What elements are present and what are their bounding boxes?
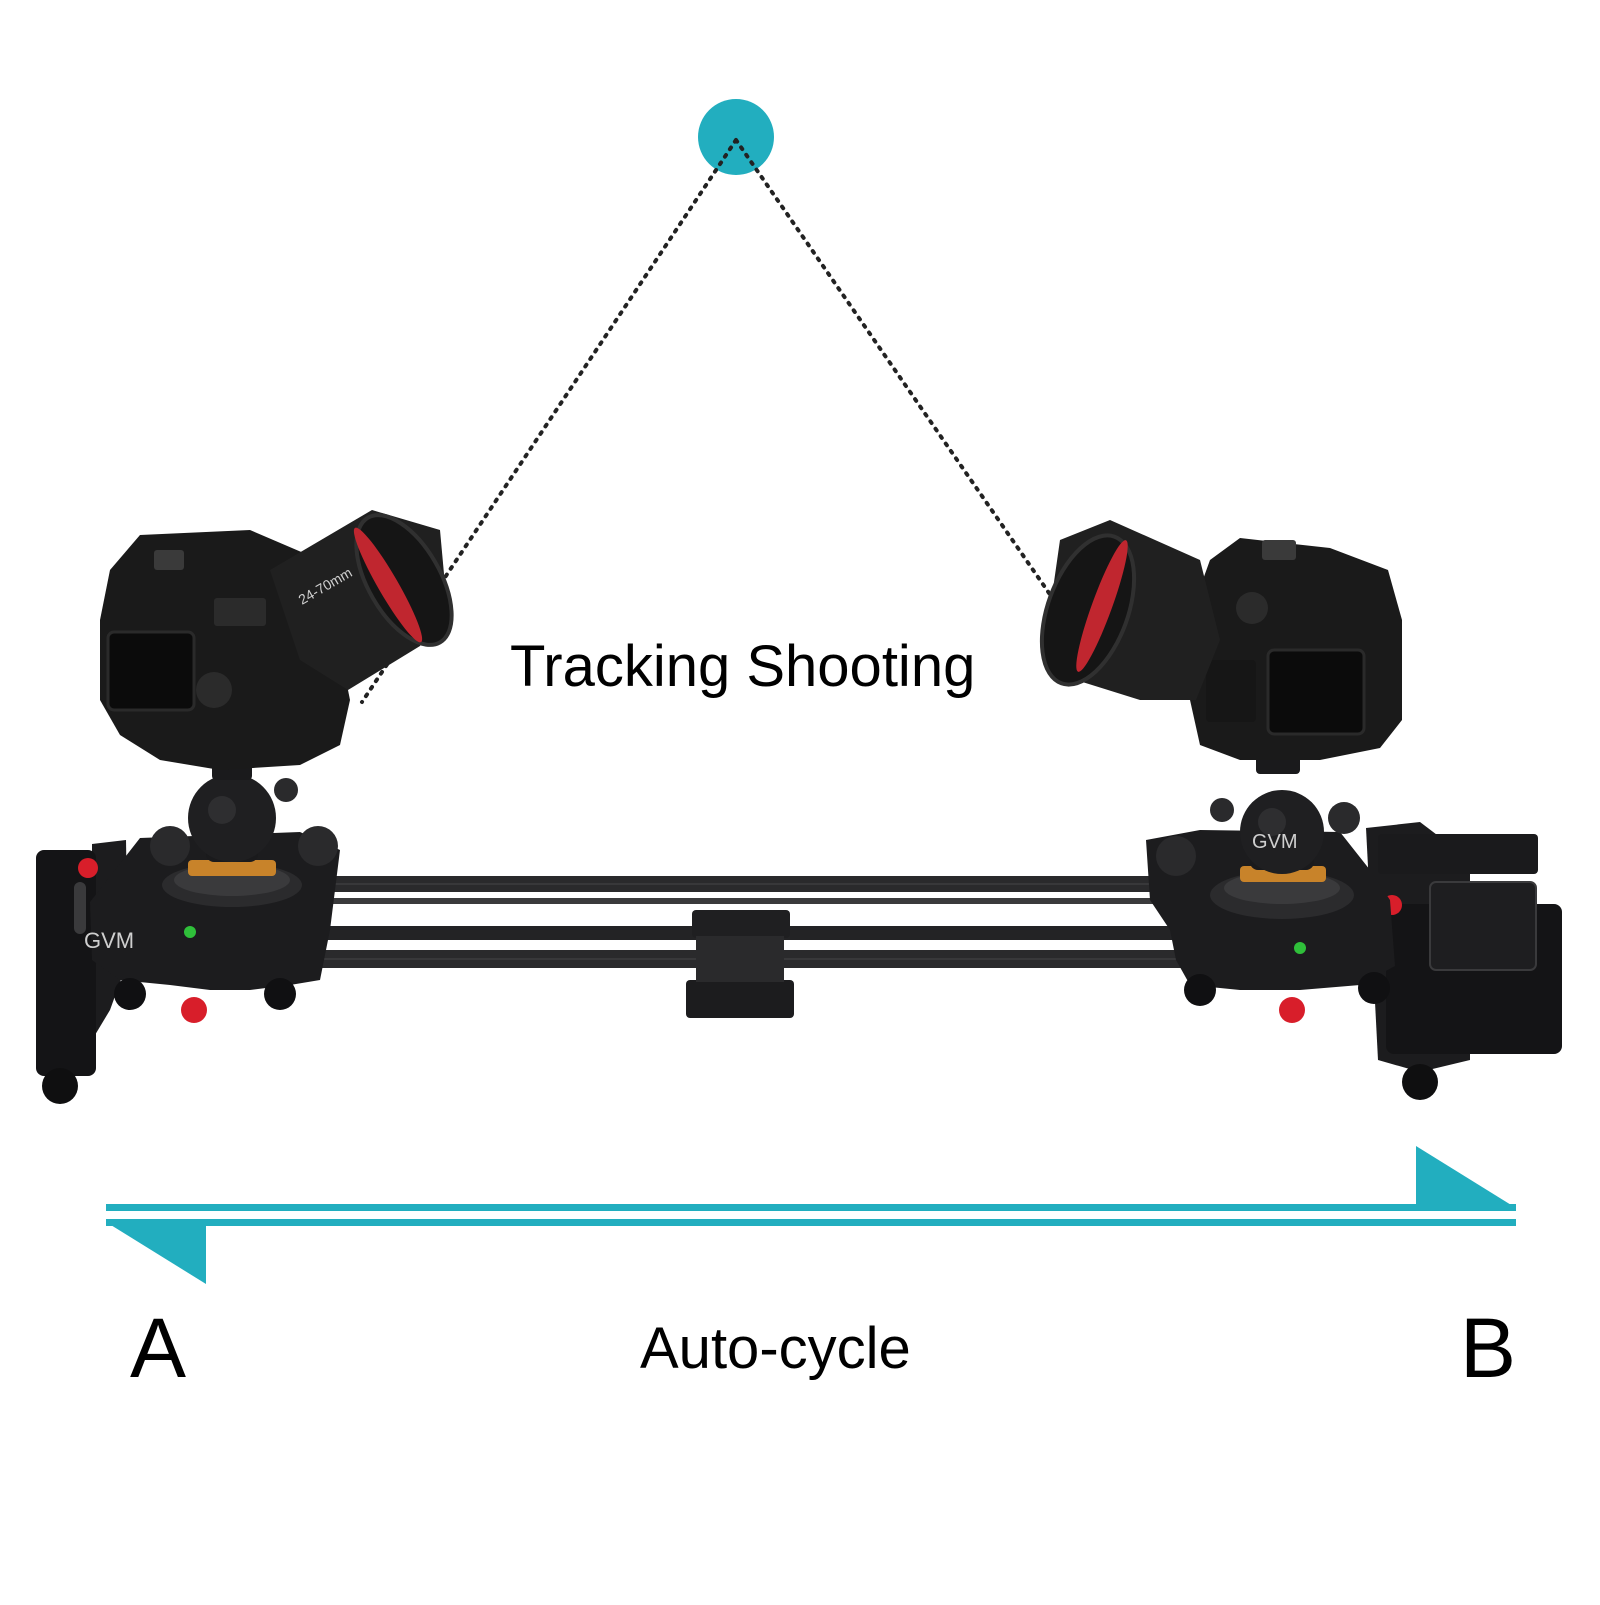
left-carriage: GVM xyxy=(84,750,340,1023)
tracking-shooting-label: Tracking Shooting xyxy=(510,634,976,699)
return-track-line xyxy=(106,1219,1516,1226)
left-dslr-camera-icon: 24-70mm xyxy=(100,510,454,770)
point-b-label: B xyxy=(1460,1301,1517,1395)
arrow-left-icon xyxy=(106,1222,206,1284)
target-point-icon xyxy=(698,99,774,175)
point-a-label: A xyxy=(130,1301,187,1395)
right-dslr-camera-icon: GVM xyxy=(1039,520,1402,853)
right-carriage xyxy=(1146,742,1395,1023)
forward-track-line xyxy=(106,1204,1516,1211)
svg-text:GVM: GVM xyxy=(1252,831,1298,853)
right-end-plate xyxy=(1366,822,1562,1100)
auto-cycle-arrows xyxy=(106,1146,1516,1284)
center-support-block xyxy=(686,910,794,1018)
auto-cycle-label: Auto-cycle xyxy=(640,1316,911,1381)
svg-text:GVM: GVM xyxy=(84,928,134,953)
arrow-right-icon xyxy=(1416,1146,1516,1208)
